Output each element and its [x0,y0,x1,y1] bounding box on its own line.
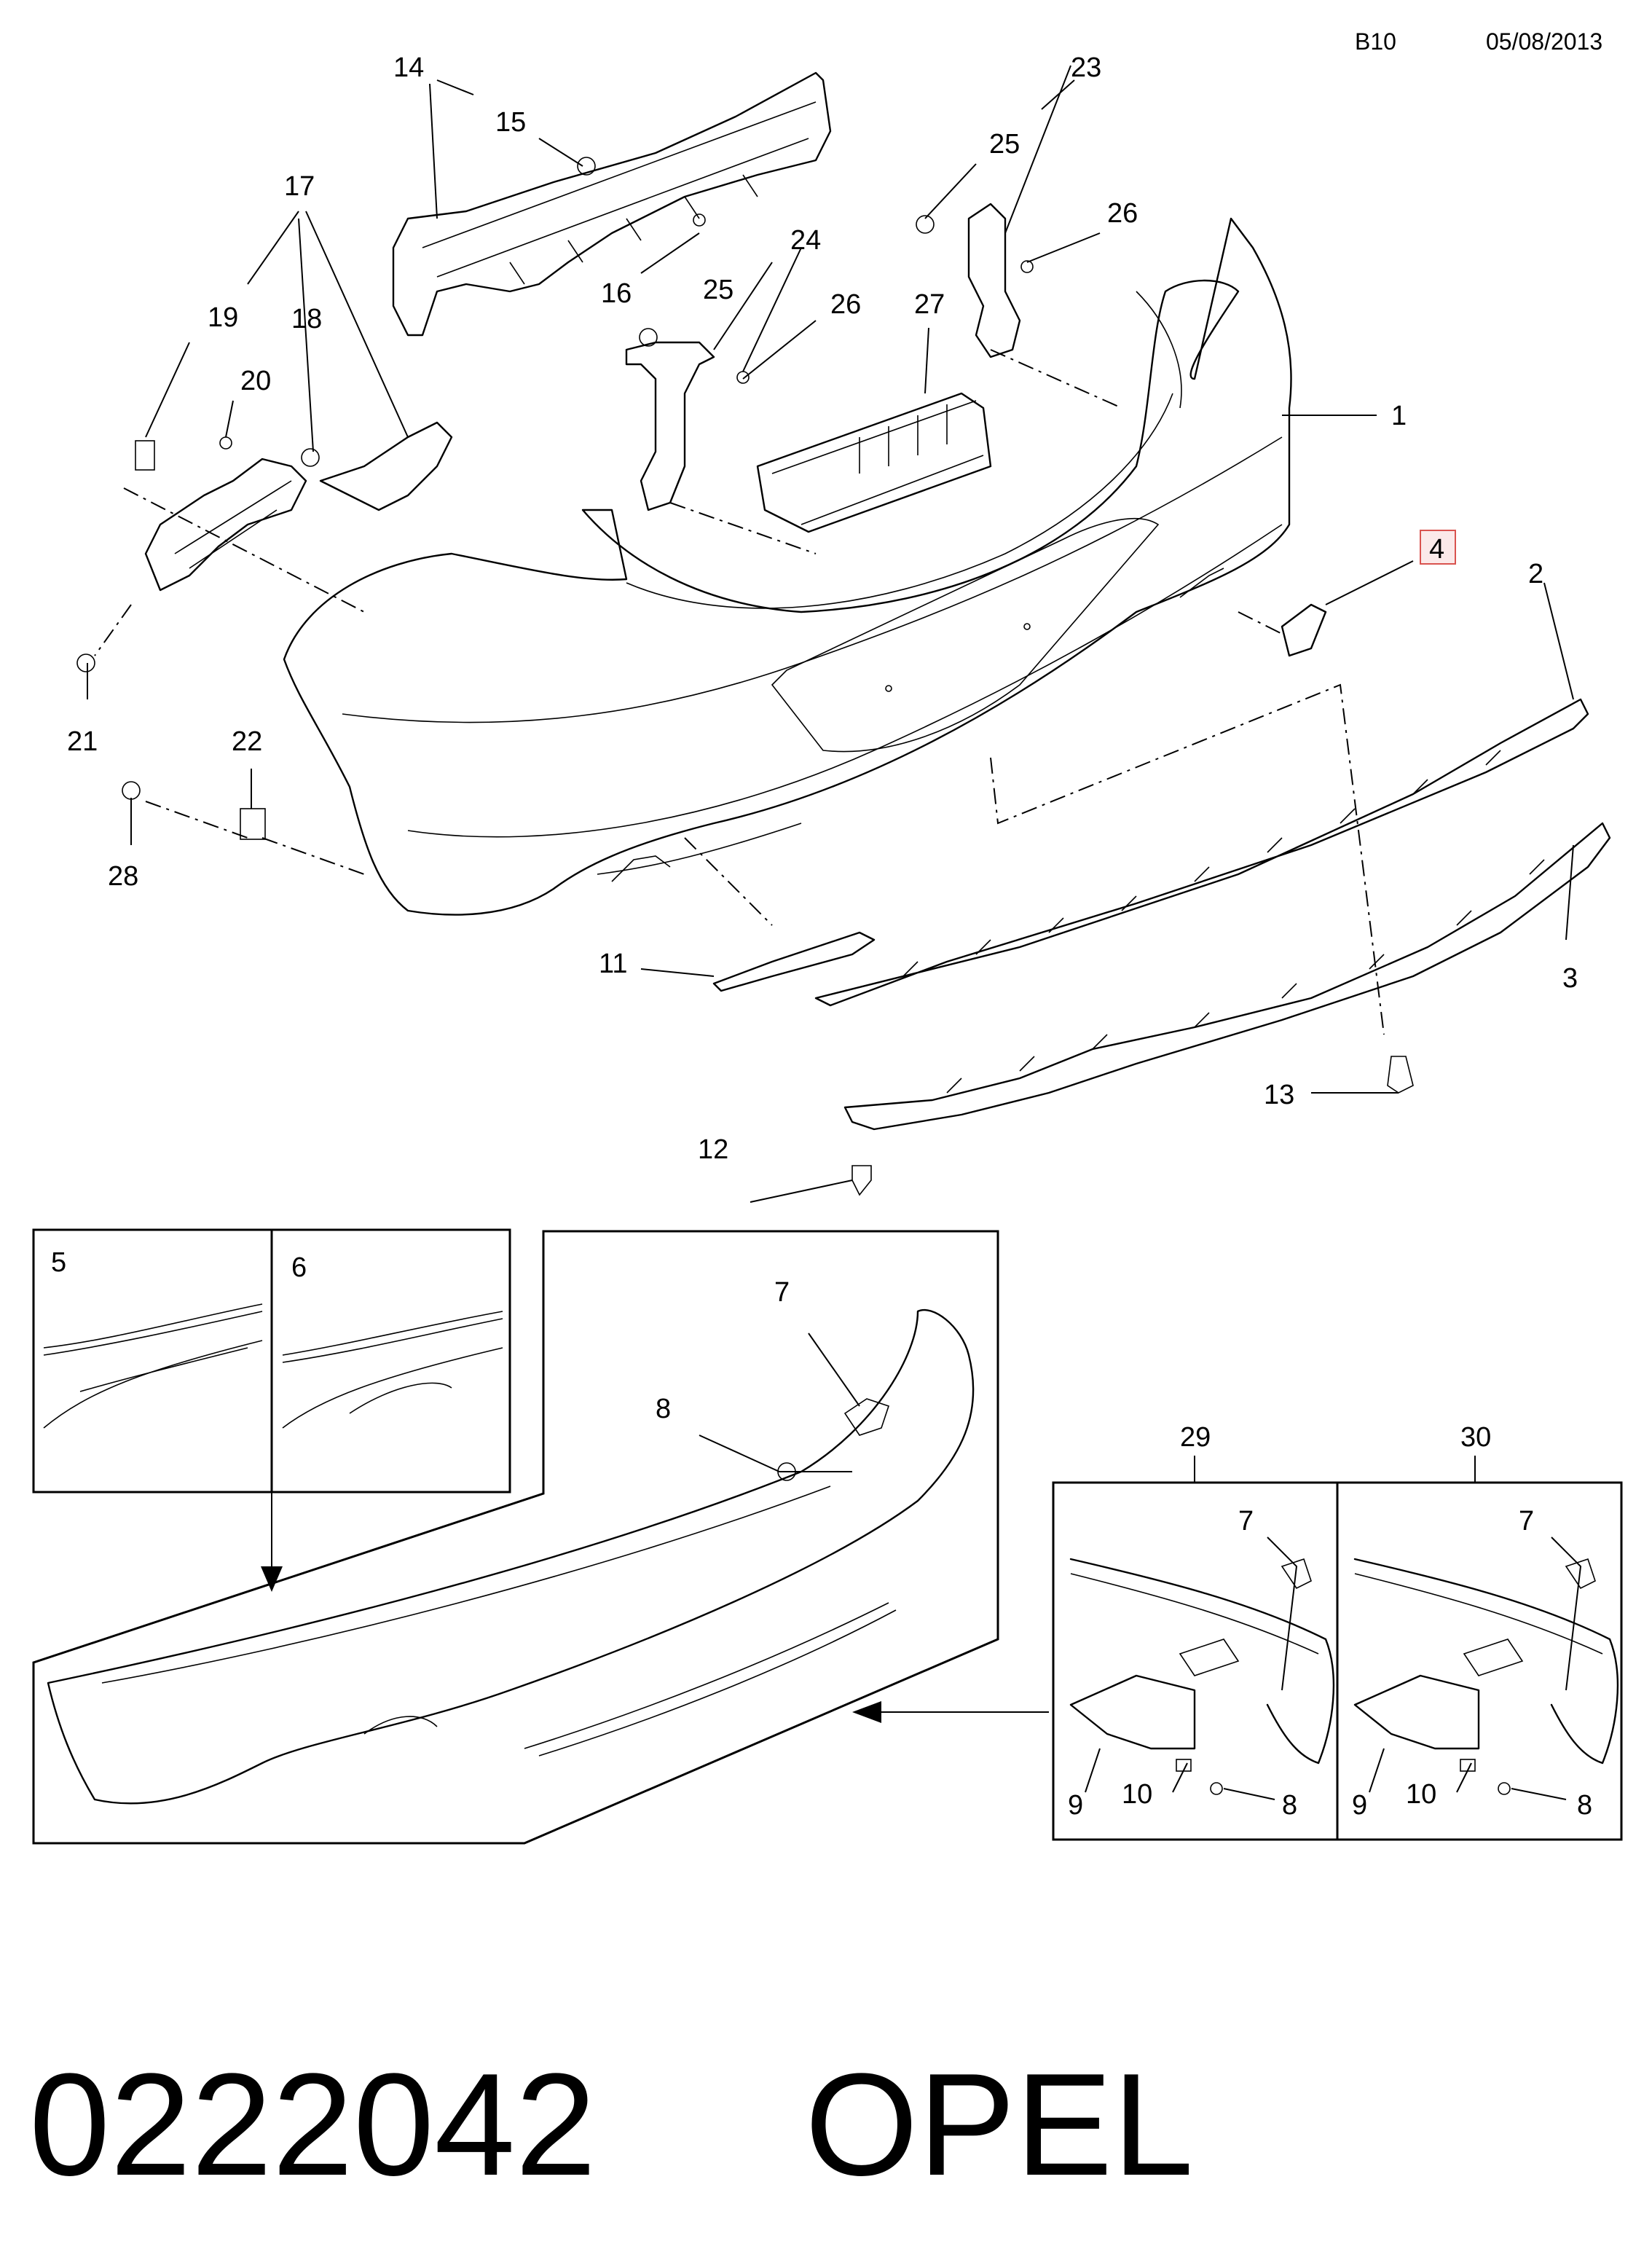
callout-27: 27 [914,289,945,320]
callout-7a: 7 [774,1277,790,1308]
callout-10b: 10 [1406,1779,1436,1810]
lower-bumper-detail: 7 8 [32,1230,1049,1845]
detail-boxes-5-6: 5 6 [32,1228,511,1592]
callout-22: 22 [232,726,262,757]
callout-7b: 7 [1238,1506,1254,1536]
leader-lines [87,65,1574,1203]
callout-24: 24 [790,225,821,256]
callout-1: 1 [1391,401,1407,431]
callout-11: 11 [599,949,627,979]
side-bracket-right [967,203,1021,358]
energy-absorber [756,392,992,533]
fasteners [76,157,1414,1196]
detail-arrow-head [261,1566,283,1592]
callout-3: 3 [1562,963,1578,994]
sheet-date: 05/08/2013 [1486,28,1602,55]
callout-26a: 26 [1107,198,1138,229]
callout-20: 20 [240,366,271,396]
callout-6: 6 [291,1252,307,1283]
callout-4-highlight [1420,530,1456,565]
rear-bumper-fascia [283,217,1292,916]
variant-arrow-head [852,1701,881,1723]
callout-4: 4 [1429,534,1444,565]
trim-strip-lower [843,822,1611,1131]
callout-19: 19 [208,302,238,333]
variant-boxes-29-30: 29 30 7 9 10 8 7 9 10 8 [1052,1422,1623,1841]
callout-8b: 8 [1282,1790,1297,1821]
callout-5: 5 [51,1247,66,1278]
upper-reinforcement [392,71,832,337]
callout-8c: 8 [1577,1790,1592,1821]
callout-13: 13 [1264,1080,1294,1110]
callout-23: 23 [1071,52,1101,83]
trim-strip-upper [814,698,1589,1007]
callout-16: 16 [601,278,632,309]
callout-18: 18 [291,304,322,334]
callout-labels: 14 15 16 17 18 19 20 23 25 26 24 25 26 2… [67,52,1578,1165]
tow-eye-cover [1281,603,1327,657]
part-number: 0222042 [29,2044,597,2206]
callout-8a: 8 [656,1394,671,1424]
callout-12: 12 [698,1134,728,1165]
side-bracket-assembly-left [144,421,453,592]
callout-9a: 9 [1068,1790,1083,1821]
callout-30: 30 [1460,1422,1491,1453]
brand-name: OPEL [805,2044,1194,2206]
callout-21: 21 [67,726,98,757]
reflector-strip [712,931,876,992]
callout-25b: 25 [703,275,733,305]
callout-14: 14 [393,52,424,83]
callout-25a: 25 [989,129,1020,160]
callout-28: 28 [108,861,138,892]
callout-26b: 26 [830,289,861,320]
callout-7c: 7 [1519,1506,1534,1536]
callout-9b: 9 [1352,1790,1367,1821]
callout-15: 15 [495,107,526,138]
callout-29: 29 [1180,1422,1211,1453]
callout-17: 17 [284,171,315,202]
assembly-lines [94,349,1385,1035]
side-bracket-left [625,341,715,511]
sheet-code: B10 [1355,28,1396,55]
callout-10a: 10 [1122,1779,1152,1810]
callout-2: 2 [1528,559,1543,589]
